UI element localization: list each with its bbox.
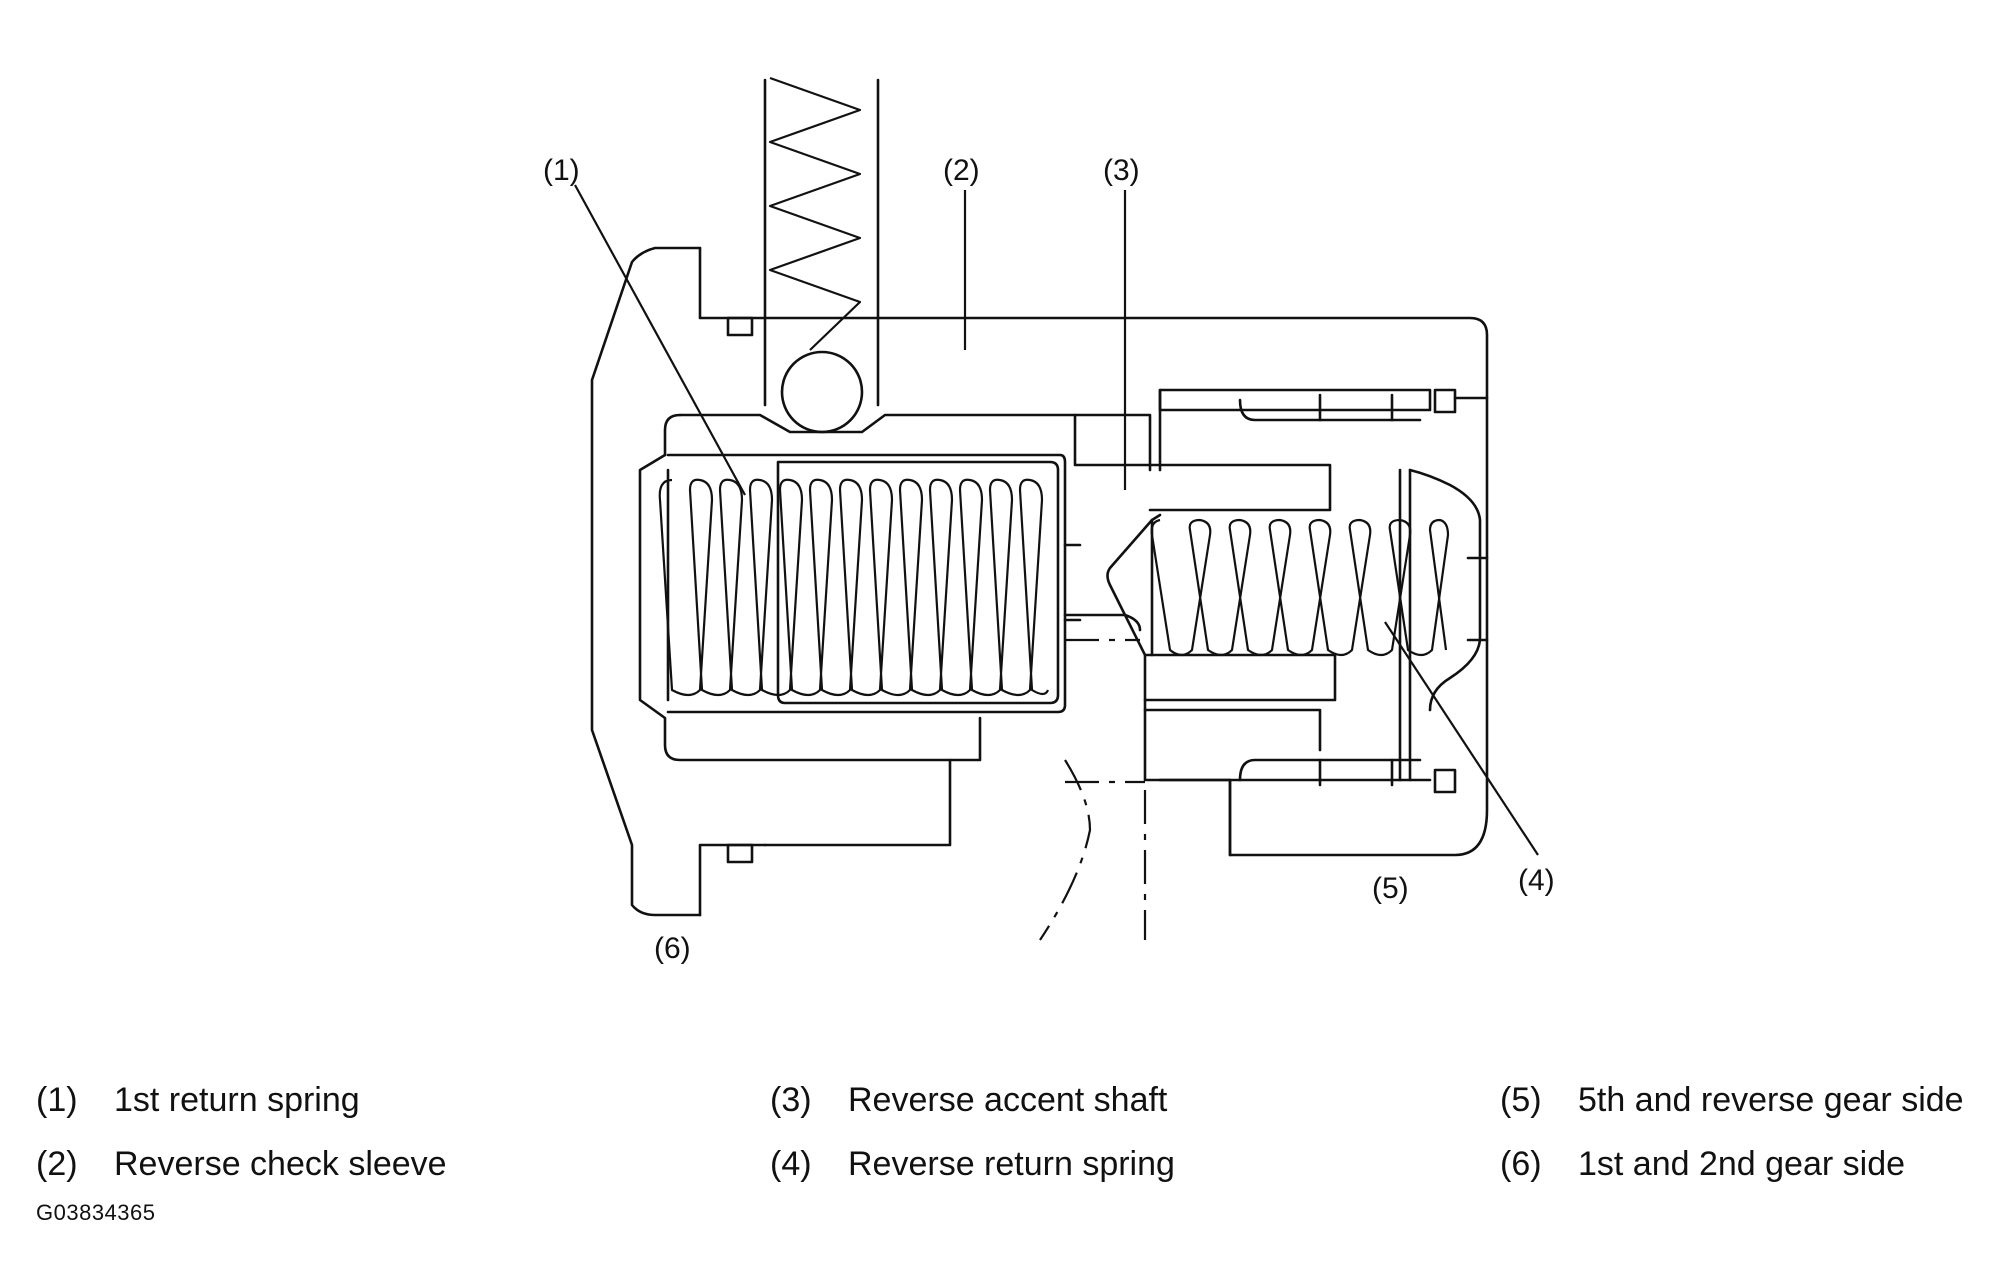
legend-label: 1st and 2nd gear side (1578, 1145, 1906, 1183)
legend-label: Reverse check sleeve (114, 1145, 447, 1183)
figure-code: G03834365 (36, 1200, 156, 1225)
callout-4: (4) (1518, 864, 1555, 897)
leader-lines (574, 184, 1539, 856)
check-ball-spring (768, 76, 862, 351)
legend-number: (6) (1500, 1145, 1542, 1183)
legend-label: 5th and reverse gear side (1578, 1081, 1964, 1119)
check-ball (780, 350, 864, 434)
legend-number: (3) (770, 1081, 812, 1119)
legend-label: Reverse return spring (848, 1145, 1175, 1183)
callout-6: (6) (654, 932, 691, 965)
right-end-cap (1158, 388, 1489, 857)
reverse-accent-shaft (1063, 513, 1337, 784)
legend-item-4: (4) Reverse return spring (770, 1144, 1175, 1184)
legend-item-2: (2) Reverse check sleeve (36, 1144, 447, 1184)
legend-label: 1st return spring (114, 1081, 360, 1119)
reverse-return-spring-coils (1150, 518, 1450, 657)
legend-number: (2) (36, 1145, 78, 1183)
legend-number: (5) (1500, 1081, 1542, 1119)
legend-item-5: (5) 5th and reverse gear side (1500, 1080, 1964, 1120)
legend-number: (4) (770, 1145, 812, 1183)
legend-item-3: (3) Reverse accent shaft (770, 1080, 1167, 1120)
shaft-centerline (1065, 638, 1145, 784)
check-ball-bore (763, 76, 880, 434)
leader-1 (574, 184, 746, 496)
legend-item-6: (6) 1st and 2nd gear side (1500, 1144, 1905, 1184)
legend-label: Reverse accent shaft (848, 1081, 1168, 1119)
parts-legend: (1) 1st return spring (2) Reverse check sl… (0, 1060, 2012, 1220)
first-return-spring-coils (658, 478, 1050, 697)
leader-4 (1384, 621, 1539, 856)
legend-item-1: (1) 1st return spring (36, 1080, 360, 1120)
callout-5: (5) (1372, 872, 1409, 905)
housing-outline (590, 246, 1489, 917)
legend-number: (1) (36, 1081, 78, 1119)
callout-3: (3) (1103, 154, 1140, 187)
sleeve-contours (638, 413, 1332, 762)
centerlines (1039, 759, 1147, 941)
callout-1: (1) (543, 154, 580, 187)
callout-2: (2) (943, 154, 980, 187)
mechanism-cross-section-diagram: (1) (2) (3) (4) (5) (6) (543, 76, 1555, 965)
